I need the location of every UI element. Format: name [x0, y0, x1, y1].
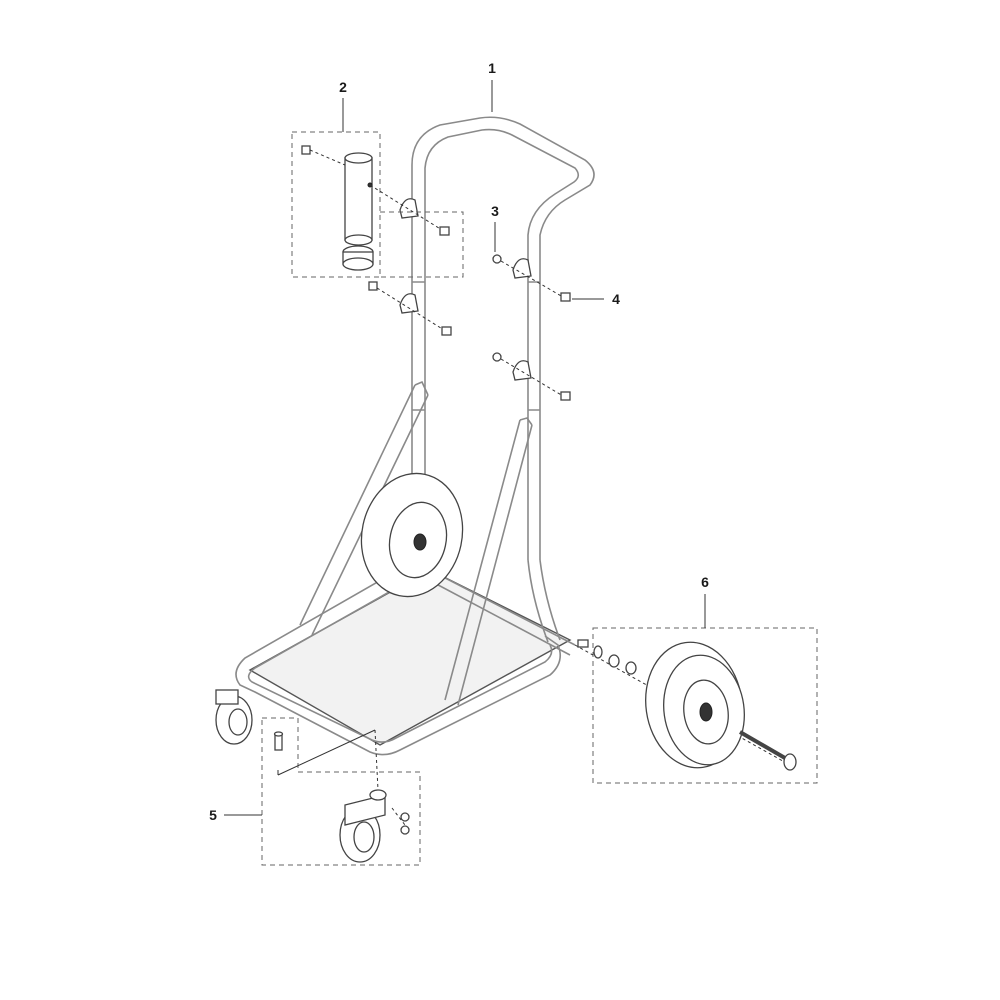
nuts-bolts-3-4 [492, 254, 571, 401]
callout-label-4: 4 [612, 291, 620, 307]
handle-loop [411, 116, 595, 560]
caster-right [339, 789, 387, 863]
caster-left [215, 689, 253, 745]
callout-label-1: 1 [488, 60, 496, 76]
callout-label-5: 5 [209, 807, 217, 823]
callout-2: 2 [339, 79, 347, 132]
callout-4: 4 [572, 291, 620, 307]
rear-wheel-left [360, 472, 464, 598]
tube-cap [342, 245, 374, 271]
callout-5: 5 [209, 807, 262, 823]
wheel-6 [645, 641, 745, 769]
callout-label-6: 6 [701, 574, 709, 590]
callout-1: 1 [488, 60, 496, 112]
callout-label-2: 2 [339, 79, 347, 95]
caster-fasteners [273, 729, 410, 835]
screws-group-2 [301, 145, 452, 336]
callout-6: 6 [701, 574, 709, 628]
mounting-brackets [399, 198, 532, 381]
callout-label-3: 3 [491, 203, 499, 219]
group-box-5 [261, 717, 421, 866]
right-strut [444, 419, 533, 706]
axle-bolt [738, 730, 797, 771]
axle-washers [574, 639, 791, 766]
holder-tube [344, 152, 373, 246]
callout-3: 3 [491, 203, 499, 252]
